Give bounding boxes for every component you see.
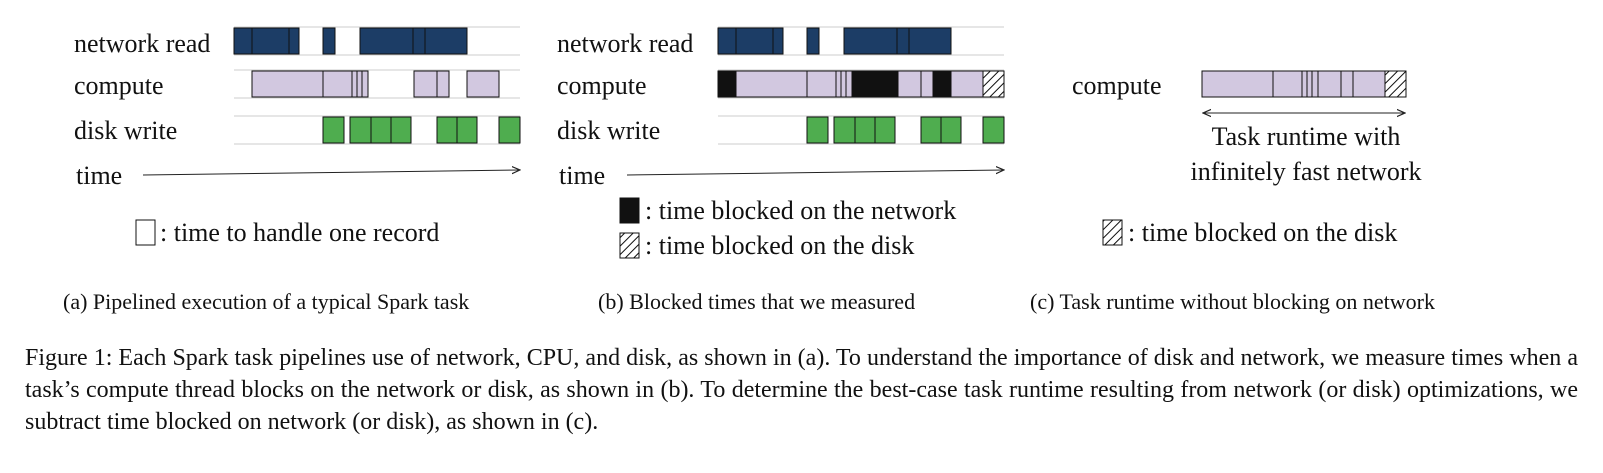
compute-record-block xyxy=(735,70,808,98)
compute-record-block xyxy=(322,70,353,98)
disk-record-block xyxy=(833,116,856,144)
disk-blocked-block xyxy=(1384,70,1407,98)
panel-b: network read compute disk write time xyxy=(557,26,1005,314)
compute-record-block xyxy=(1301,70,1308,98)
runtime-annotation-line-1: Task runtime with xyxy=(1212,122,1401,151)
compute-record-block xyxy=(840,70,847,98)
compute-record-block xyxy=(413,70,438,98)
compute-record-block xyxy=(806,70,837,98)
track-lines xyxy=(234,26,520,145)
disk-record-block xyxy=(854,116,876,144)
time-arrow xyxy=(142,170,520,176)
disk-write-row xyxy=(806,116,1005,144)
disk-blocked-block xyxy=(982,70,1005,98)
disk-record-block xyxy=(806,116,829,144)
compute-record-block xyxy=(251,70,324,98)
network-blocked-block xyxy=(717,70,737,98)
compute-record-block xyxy=(835,70,842,98)
row-label-disk-write: disk write xyxy=(74,116,177,145)
row-label-compute: compute xyxy=(1072,71,1162,100)
network-record-block xyxy=(424,27,468,55)
subcaption-a: (a) Pipelined execution of a typical Spa… xyxy=(63,289,469,314)
row-label-disk-write: disk write xyxy=(557,116,660,145)
row-label-network-read: network read xyxy=(557,29,693,58)
figure-caption: Figure 1: Each Spark task pipelines use … xyxy=(25,345,1578,435)
disk-record-block xyxy=(456,116,478,144)
figure-diagram: network read compute disk write time xyxy=(63,26,1435,314)
compute-row xyxy=(251,70,500,98)
network-record-block xyxy=(896,27,910,55)
row-label-network-read: network read xyxy=(74,29,210,58)
time-label: time xyxy=(76,161,122,190)
compute-record-block xyxy=(351,70,358,98)
runtime-annotation-line-2: infinitely fast network xyxy=(1190,157,1421,186)
compute-row xyxy=(1201,70,1407,98)
compute-row xyxy=(717,70,1005,98)
row-label-compute: compute xyxy=(557,71,647,100)
legend-black-box-icon xyxy=(619,197,640,224)
network-record-block xyxy=(412,27,426,55)
disk-record-block xyxy=(920,116,942,144)
compute-record-block xyxy=(1311,70,1319,98)
panel-c: compute Task runtime with infinitely fas… xyxy=(1030,70,1435,314)
row-label-compute: compute xyxy=(74,71,164,100)
compute-record-block xyxy=(361,70,369,98)
legend-hatch-box-icon xyxy=(1102,219,1123,246)
network-record-block xyxy=(288,27,300,55)
compute-record-block xyxy=(1352,70,1386,98)
compute-record-block xyxy=(1306,70,1313,98)
network-record-block xyxy=(251,27,290,55)
legend-disk-blocked-text: : time blocked on the disk xyxy=(1128,218,1397,247)
disk-record-block xyxy=(349,116,372,144)
compute-record-block xyxy=(1340,70,1354,98)
compute-record-block xyxy=(1272,70,1303,98)
legend-record-text: : time to handle one record xyxy=(160,218,439,247)
network-record-block xyxy=(843,27,898,55)
network-read-row xyxy=(717,27,952,55)
network-record-block xyxy=(908,27,952,55)
network-blocked-block xyxy=(851,70,899,98)
disk-write-row xyxy=(322,116,521,144)
network-record-block xyxy=(322,27,336,55)
compute-record-block xyxy=(356,70,363,98)
network-record-block xyxy=(772,27,784,55)
network-record-block xyxy=(717,27,737,55)
network-blocked-block xyxy=(932,70,952,98)
compute-record-block xyxy=(920,70,934,98)
subcaption-c: (c) Task runtime without blocking on net… xyxy=(1030,289,1435,314)
legend-empty-box-icon xyxy=(135,219,156,246)
compute-record-block xyxy=(845,70,853,98)
legend-hatch-box-icon xyxy=(619,232,640,259)
disk-record-block xyxy=(370,116,392,144)
track-lines xyxy=(718,26,1004,145)
disk-record-block xyxy=(982,116,1005,144)
time-label: time xyxy=(559,161,605,190)
compute-record-block xyxy=(1201,70,1274,98)
compute-record-block xyxy=(950,70,984,98)
network-record-block xyxy=(806,27,820,55)
compute-record-block xyxy=(436,70,450,98)
disk-record-block xyxy=(322,116,345,144)
subcaption-b: (b) Blocked times that we measured xyxy=(598,289,915,314)
disk-record-block xyxy=(436,116,458,144)
disk-record-block xyxy=(390,116,412,144)
disk-record-block xyxy=(498,116,521,144)
compute-record-block xyxy=(897,70,922,98)
disk-record-block xyxy=(874,116,896,144)
network-record-block xyxy=(735,27,774,55)
compute-record-block xyxy=(466,70,500,98)
legend-network-blocked-text: : time blocked on the network xyxy=(645,196,956,225)
panel-a: network read compute disk write time xyxy=(63,26,521,314)
network-read-row xyxy=(233,27,468,55)
network-record-block xyxy=(233,27,253,55)
disk-record-block xyxy=(940,116,962,144)
compute-record-block xyxy=(1317,70,1342,98)
network-record-block xyxy=(359,27,414,55)
legend-disk-blocked-text: : time blocked on the disk xyxy=(645,231,914,260)
time-arrow xyxy=(626,170,1004,176)
